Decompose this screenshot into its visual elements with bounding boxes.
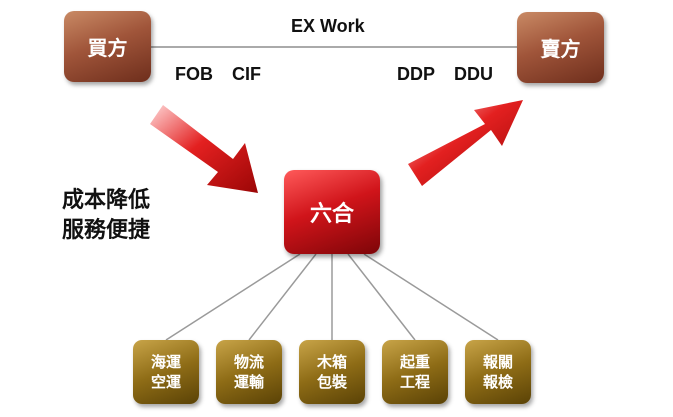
service-label: 木箱 [316, 353, 347, 371]
spoke-1 [165, 253, 301, 341]
service-label: 運輸 [233, 373, 264, 391]
service-label: 海運 [150, 353, 181, 371]
service-label: 空運 [150, 373, 181, 391]
service-logistics: 物流 運輸 [216, 340, 282, 404]
service-label: 報關 [482, 353, 513, 371]
seller-box: 賣方 [517, 12, 604, 83]
term-cif: CIF [232, 64, 261, 84]
service-customs: 報關 報檢 [465, 340, 531, 404]
service-sea-air: 海運 空運 [133, 340, 199, 404]
spoke-5 [363, 253, 499, 341]
term-ddu: DDU [454, 64, 493, 84]
term-ex-work: EX Work [291, 16, 365, 36]
spoke-2 [248, 253, 317, 341]
hub-to-seller-arrow [408, 100, 523, 186]
slogan: 成本降低 服務便捷 [62, 186, 150, 246]
term-fob: FOB [175, 64, 213, 84]
service-label: 報檢 [482, 373, 513, 391]
buyer-to-hub-arrow [150, 105, 258, 193]
term-ddp: DDP [397, 64, 436, 84]
slogan-line-1: 成本降低 [62, 188, 151, 213]
hub-spokes [165, 253, 499, 341]
service-label: 物流 [233, 353, 264, 371]
service-label: 工程 [399, 373, 430, 391]
hub-box: 六合 [284, 170, 380, 254]
spoke-4 [347, 253, 416, 341]
buyer-box: 買方 [64, 11, 151, 82]
service-rigging: 起重 工程 [382, 340, 448, 404]
slogan-line-2: 服務便捷 [62, 218, 151, 243]
service-crating: 木箱 包裝 [299, 340, 365, 404]
service-label: 起重 [399, 353, 430, 371]
service-label: 包裝 [316, 373, 347, 391]
